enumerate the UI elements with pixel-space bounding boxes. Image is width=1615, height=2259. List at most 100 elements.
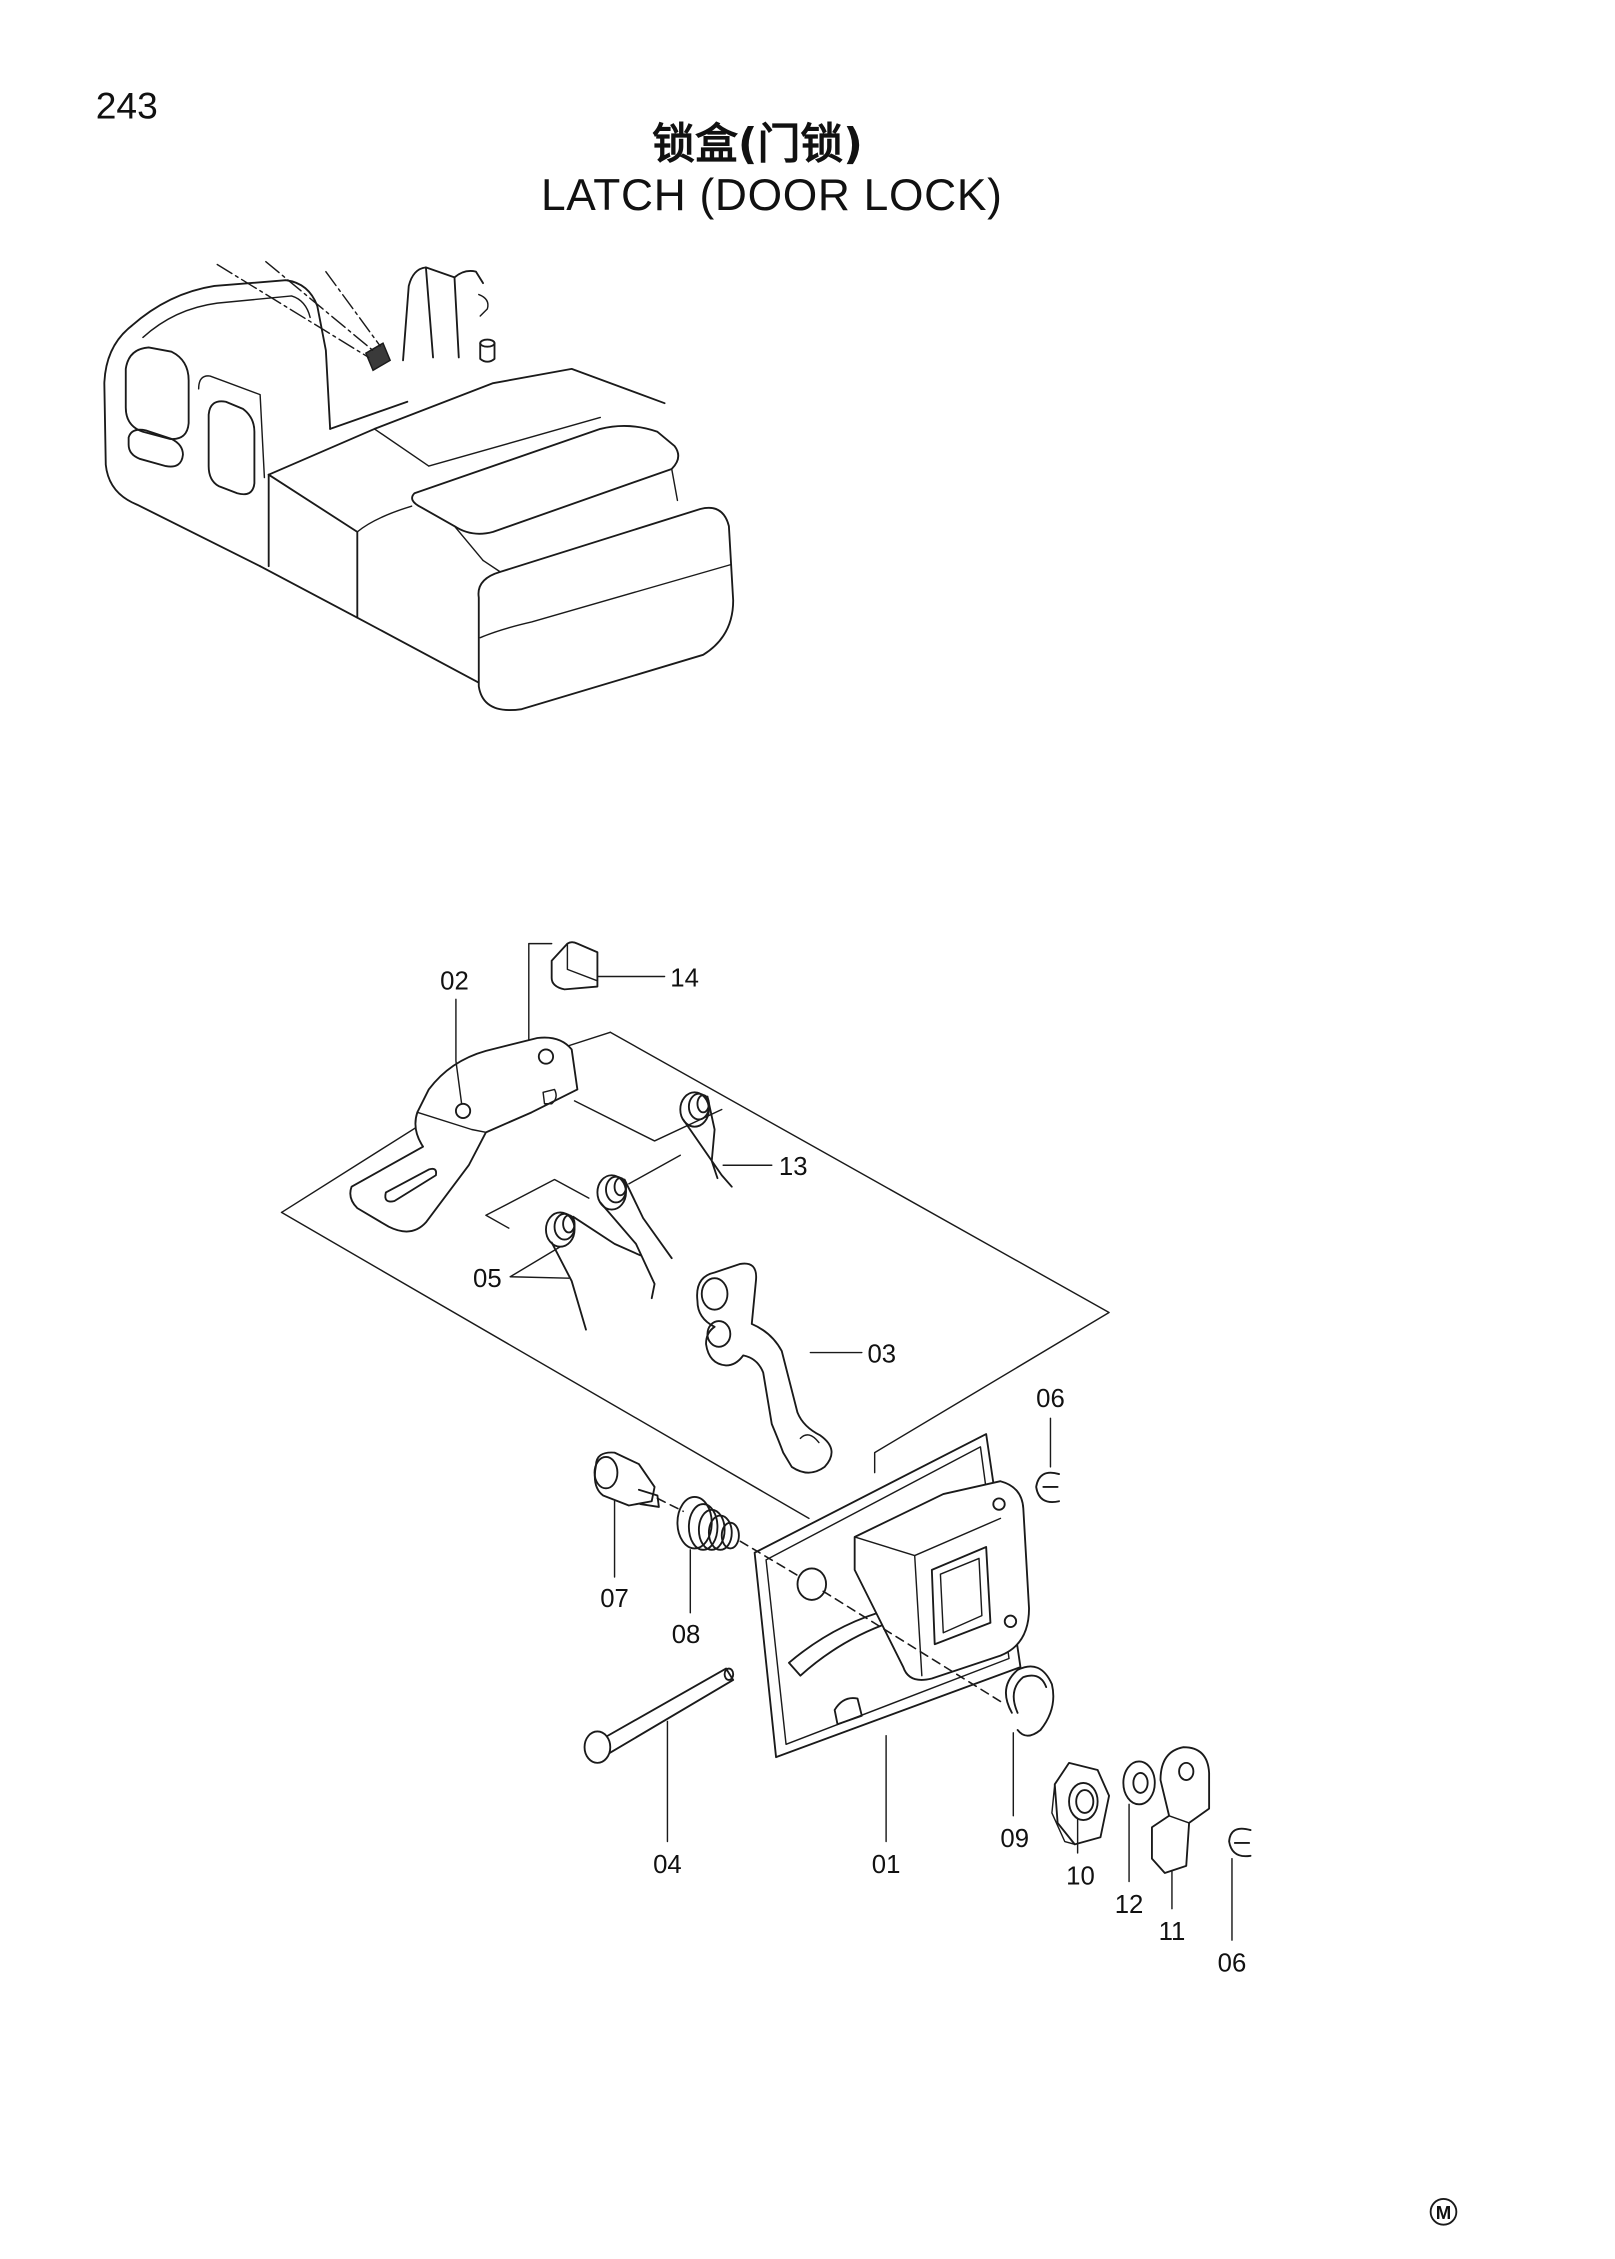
spring-c-coil-3	[562, 1214, 576, 1234]
callout-01: 01	[872, 1851, 901, 1879]
part-01-lock-base	[753, 1433, 1030, 1759]
callout-06-lower: 06	[1218, 1950, 1247, 1978]
engine-hood-front	[453, 468, 679, 562]
tab-body	[1151, 1746, 1211, 1874]
callout-08: 08	[672, 1621, 701, 1649]
clip-inner-edge	[566, 942, 599, 982]
title-chinese: 锁盒(门锁)	[652, 120, 863, 170]
lock-housing-hole-upper	[992, 1497, 1006, 1511]
bushing-ring-4	[707, 1514, 733, 1551]
clip-guide-line	[528, 942, 553, 1066]
base-plate-inner	[765, 1446, 1010, 1746]
spring-c-coil-1	[545, 1211, 576, 1248]
knob-stem	[637, 1488, 660, 1508]
assembly-axis-3	[822, 1590, 1002, 1703]
lever-plate-hole-1	[454, 1102, 472, 1119]
part-03-latch-hook	[696, 1262, 833, 1474]
knob-face	[593, 1455, 619, 1490]
frame-edge-bottom	[280, 1211, 810, 1520]
spring-c-legs	[550, 1215, 642, 1331]
page-number: 243	[96, 85, 158, 127]
latch-location-marker	[364, 342, 392, 372]
lock-housing-edge	[853, 1517, 1002, 1677]
part-06-e-ring-upper	[1035, 1471, 1060, 1503]
part-07-knob	[593, 1451, 660, 1508]
callout-07: 07	[600, 1585, 629, 1613]
callout-03: 03	[868, 1341, 897, 1369]
nut-side-face	[1051, 1783, 1076, 1846]
part-09-snap-ring	[1005, 1665, 1055, 1737]
lever-plate-slot	[384, 1167, 438, 1203]
tab-hole	[1178, 1761, 1195, 1781]
latch-hook-tip	[799, 1434, 820, 1444]
frame-edge-top	[609, 1031, 1110, 1474]
part-06-e-ring-lower	[1228, 1827, 1252, 1858]
deck-panel-line	[373, 416, 601, 467]
latch-hook-boss	[706, 1320, 732, 1348]
latch-hook-pivot-hole	[700, 1277, 729, 1311]
door-frame-outline	[280, 1031, 1110, 1520]
spring-b-coil-3	[613, 1177, 627, 1197]
callout-11: 11	[1159, 1918, 1186, 1946]
exhaust-pipe-top	[479, 338, 496, 348]
lever-plate-d-hole	[542, 1088, 557, 1105]
location-leader-3	[325, 270, 381, 347]
assembly-axis-1	[656, 1497, 684, 1513]
nut-bore-outer	[1068, 1781, 1099, 1821]
part-10-nut	[1051, 1761, 1110, 1846]
side-panel-top	[356, 505, 413, 533]
lock-housing-window-inner	[939, 1557, 983, 1634]
base-plate-d-hole	[833, 1697, 863, 1726]
bushing-ring-5	[720, 1521, 740, 1550]
pin-tip	[723, 1667, 735, 1681]
leader-13	[628, 1154, 773, 1185]
frame-notch-upper	[573, 1100, 723, 1142]
part-11-tab	[1151, 1746, 1211, 1874]
callout-02: 02	[440, 967, 469, 995]
cab-lower-window	[127, 428, 184, 468]
cab-door-edge	[197, 375, 266, 479]
cab-side-window	[207, 400, 256, 496]
callout-04: 04	[653, 1851, 682, 1879]
frame-notch-lower	[485, 1178, 590, 1229]
leader-02	[455, 998, 463, 1105]
callout-labels: 14 02 13 05 03 06 07 08 04 01 09 10 12 1…	[440, 965, 1246, 1978]
engine-hood	[411, 425, 680, 535]
excavator-upper-structure	[103, 260, 735, 711]
callout-06-upper: 06	[1036, 1385, 1065, 1413]
lock-housing	[853, 1480, 1030, 1681]
part-02-lever-plate	[349, 1036, 579, 1233]
lock-housing-window	[930, 1546, 992, 1646]
location-leader-1	[216, 263, 370, 359]
part-14-clip	[528, 941, 599, 1066]
title-english: LATCH (DOOR LOCK)	[541, 171, 1003, 220]
counterweight	[477, 506, 735, 711]
pin-head	[583, 1730, 612, 1764]
callout-05: 05	[473, 1265, 502, 1293]
lever-plate-bend	[416, 1111, 487, 1134]
base-plate-pin-hole	[796, 1567, 828, 1601]
lever-plate-body	[349, 1036, 579, 1233]
cab-rear-bottom	[329, 400, 409, 430]
callout-09: 09	[1000, 1825, 1029, 1853]
tab-bend	[1168, 1815, 1190, 1824]
callout-10: 10	[1066, 1862, 1095, 1890]
clip-body	[550, 941, 599, 991]
bushing-ring-2	[687, 1503, 719, 1551]
exploded-view: 14 02 13 05 03 06 07 08 04 01 09 10 12 1…	[280, 941, 1252, 1978]
part-08-bushing	[676, 1496, 740, 1551]
exhaust-pipe	[479, 342, 496, 363]
spring-b-legs	[599, 1178, 673, 1300]
lever-plate-hole-2	[537, 1048, 555, 1065]
part-12-washer	[1122, 1760, 1156, 1806]
cab-front-window	[124, 346, 190, 440]
deck-top-edge	[267, 367, 666, 476]
nut-bore-inner	[1075, 1789, 1095, 1814]
callout-14: 14	[670, 965, 699, 993]
corner-mark: M	[1429, 2198, 1458, 2226]
cab-outline	[130, 279, 332, 430]
lock-housing-hole-lower	[1003, 1614, 1018, 1628]
assembly-axis-2	[739, 1540, 802, 1578]
spring-a-legs	[682, 1095, 733, 1188]
